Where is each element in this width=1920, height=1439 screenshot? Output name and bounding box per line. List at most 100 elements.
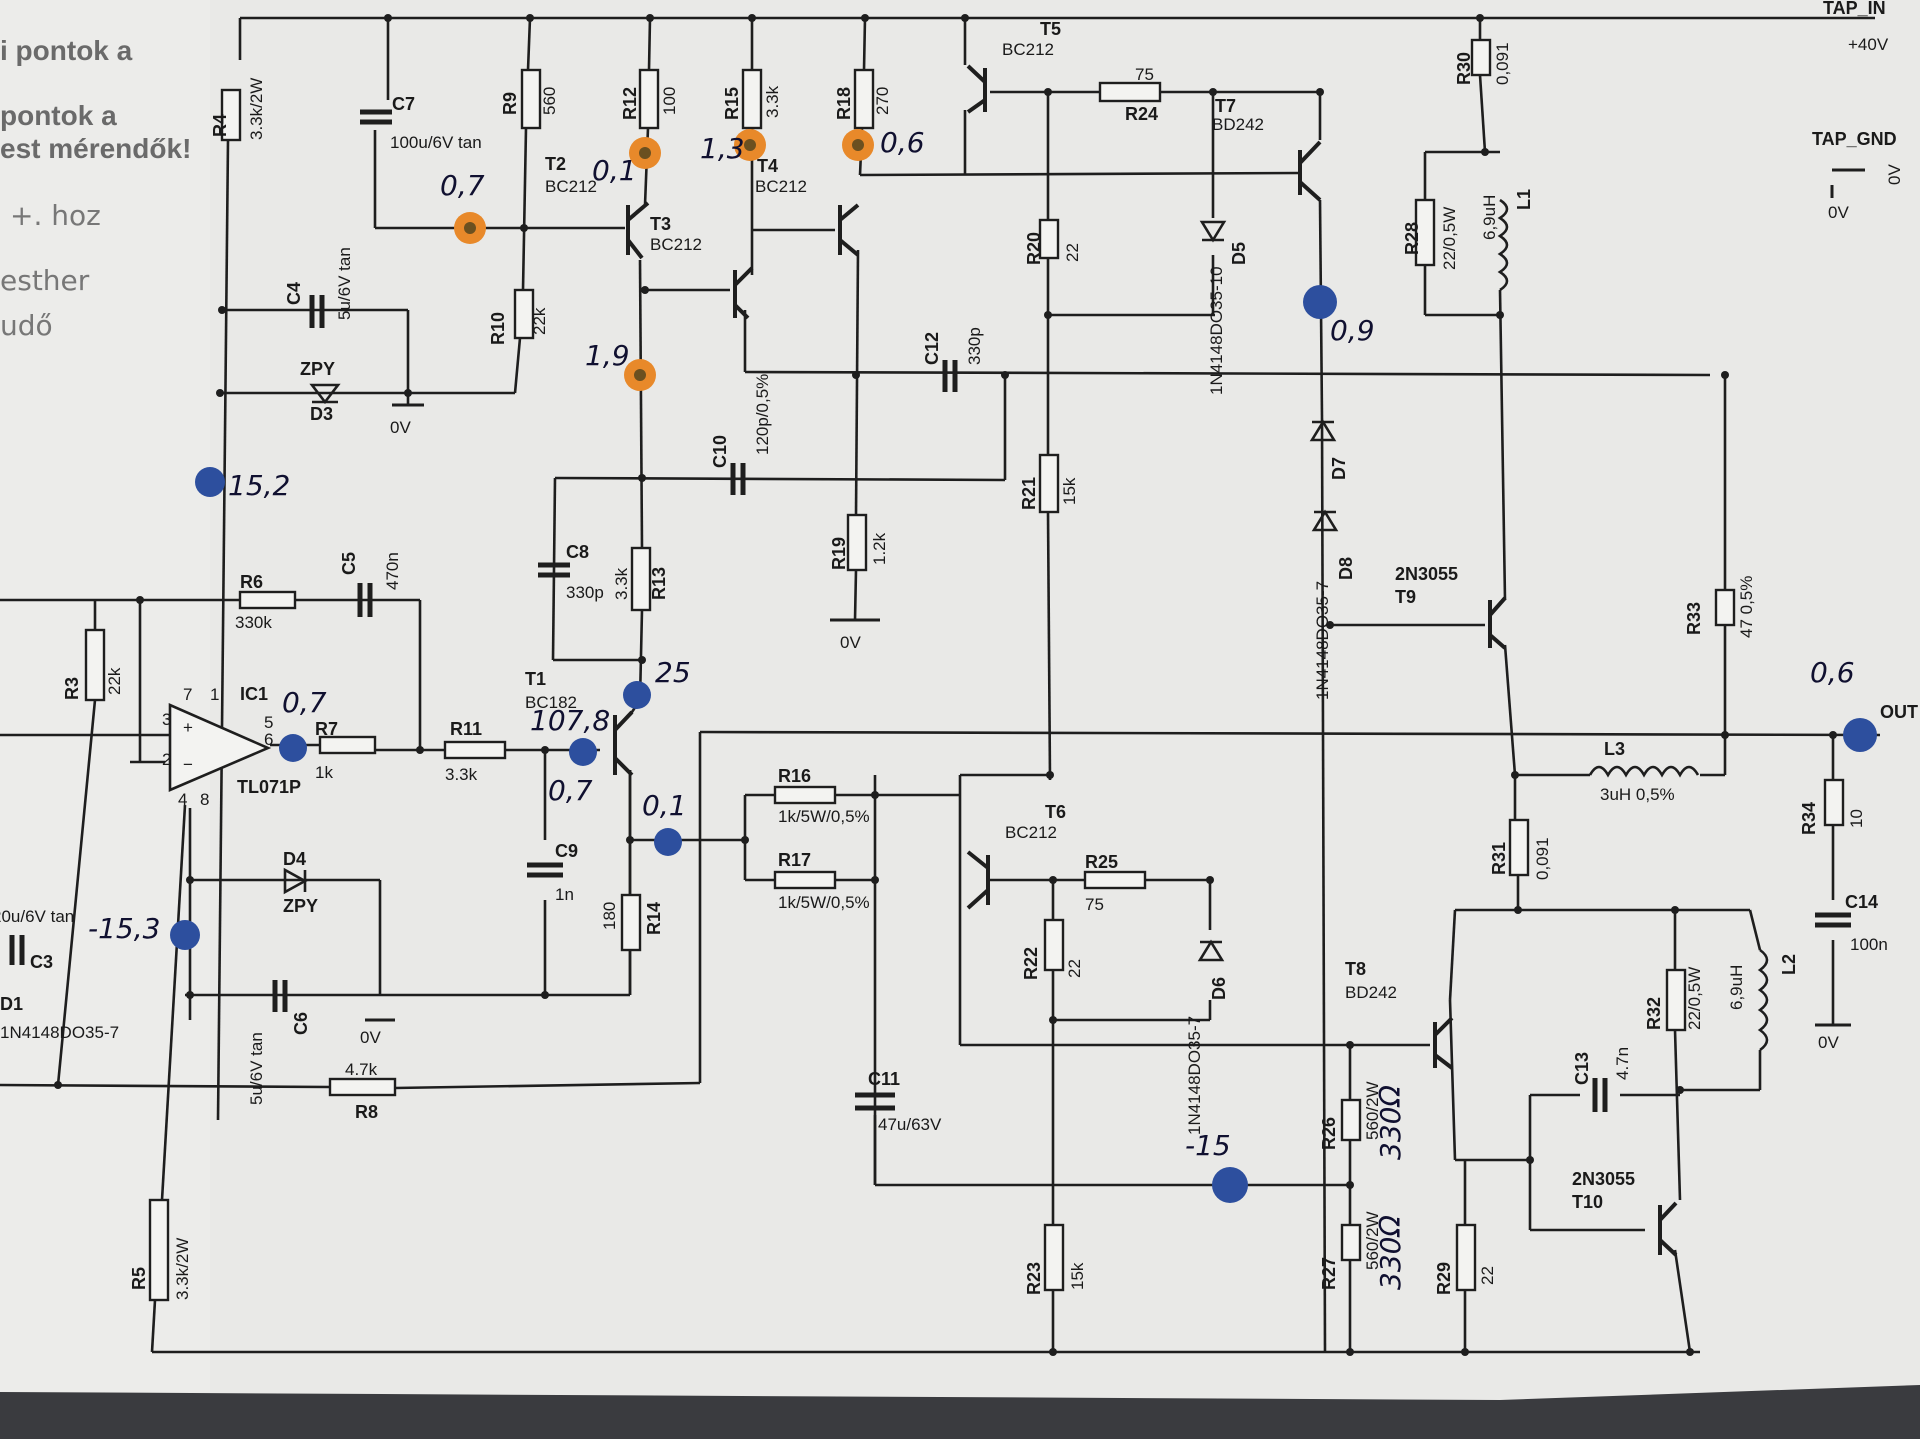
resistor-r5: [148, 1198, 170, 1302]
label-r21-ref: R21: [1019, 477, 1039, 510]
label-t9-value: 2N3055: [1395, 564, 1458, 584]
transistors: [613, 64, 1678, 1257]
label-t3-ref: T3: [650, 214, 671, 234]
capacitors: [9, 109, 1851, 1112]
paper-sheet: [0, 0, 1920, 1400]
probe-points: [170, 129, 1877, 1203]
resistor-r34: [1823, 778, 1845, 827]
label-t2-ref: T2: [545, 154, 566, 174]
label-r21-value: 15k: [1060, 477, 1079, 505]
margin-note: est mérendők!: [0, 133, 191, 164]
measurement-r18-node: 0,6: [880, 126, 925, 159]
resistor-r12: [638, 68, 660, 130]
resistor-r7: [318, 735, 377, 755]
label-ic1-ref: IC1: [240, 684, 268, 704]
transistor-t6: [966, 850, 990, 910]
label-l3-ref: L3: [1604, 739, 1625, 759]
label-r31-value: 0,091: [1533, 837, 1552, 880]
label-t4-value: BC212: [755, 177, 807, 196]
measurement-t4-node: 1,3: [700, 132, 745, 165]
label-r13-value: 3.3k: [612, 567, 631, 600]
capacitor-c13: [1592, 1078, 1608, 1112]
resistors: [84, 38, 1845, 1302]
label-t10-value: 2N3055: [1572, 1169, 1635, 1189]
resistor-r18: [853, 68, 875, 130]
resistor-r4: [220, 88, 242, 142]
label-r27-value: 560/2W: [1363, 1211, 1382, 1270]
label-r17-ref: R17: [778, 850, 811, 870]
label-t10-ref: T10: [1572, 1192, 1603, 1212]
label-r17-value: 1k/5W/0,5%: [778, 893, 870, 912]
diode-d3: [309, 383, 341, 405]
capacitor-c3: [9, 935, 25, 965]
resistor-r19: [846, 513, 868, 572]
label-r10-value: 22k: [530, 307, 549, 335]
label-c11-ref: C11: [868, 1069, 900, 1089]
label-r14-ref: R14: [644, 902, 664, 935]
label-c14-ref: C14: [1845, 892, 1878, 912]
probe-point-blue: [654, 828, 682, 856]
capacitor-c7: [360, 109, 392, 125]
tap-gnd-label: TAP_GND: [1812, 129, 1897, 149]
label-r34-value: 10: [1847, 809, 1866, 828]
capacitor-c10: [730, 463, 746, 495]
label-t3-value: BC212: [650, 235, 702, 254]
tap-in-voltage: +40V: [1848, 35, 1889, 54]
label-r22-ref: R22: [1021, 947, 1041, 980]
ground-label: 0V: [360, 1028, 381, 1047]
margin-note: i pontok a: [0, 35, 133, 66]
label-t1-ref: T1: [525, 669, 546, 689]
probe-point-blue: [1843, 718, 1877, 752]
label-t5-value: BC212: [1002, 40, 1054, 59]
label-r10-ref: R10: [488, 312, 508, 345]
label-r26-value: 560/2W: [1363, 1081, 1382, 1140]
label-r18-value: 270: [873, 87, 892, 115]
measurement-t7-node: 0,9: [1330, 314, 1375, 347]
measurement-r11-node: 0,7: [548, 774, 593, 807]
label-r8-ref: R8: [355, 1102, 378, 1122]
junction-dots: [54, 14, 1837, 1356]
ic-pin: 8: [200, 790, 209, 809]
label-r12-value: 100: [660, 87, 679, 115]
label-t6-ref: T6: [1045, 802, 1066, 822]
label-r30-value: 0,091: [1493, 42, 1512, 85]
ic-pin-minus: −: [183, 755, 193, 774]
resistor-r29: [1455, 1223, 1477, 1292]
probe-point-blue: [170, 920, 200, 950]
resistor-r20: [1038, 218, 1060, 260]
measurement-t1-collector: 25: [655, 656, 691, 689]
probe-point-blue: [569, 738, 597, 766]
label-r15-value: 3.3k: [763, 85, 782, 118]
label-r5-ref: R5: [129, 1267, 149, 1290]
label-r33-value: 47 0,5%: [1737, 576, 1756, 638]
label-r18-ref: R18: [834, 87, 854, 120]
label-r25-value: 75: [1085, 895, 1104, 914]
label-r25-ref: R25: [1085, 852, 1118, 872]
label-r20-ref: R20: [1024, 232, 1044, 265]
measurement-t1-base-bias: 1,9: [585, 339, 630, 372]
label-c9-value: 1n: [555, 885, 574, 904]
label-t5-ref: T5: [1040, 19, 1061, 39]
label-c5-value: 470n: [383, 552, 402, 590]
label-r32-value: 22/0,5W: [1685, 967, 1704, 1030]
diode-d5: [1199, 220, 1227, 243]
label-r11-value: 3.3k: [445, 765, 478, 784]
probe-point-blue: [279, 734, 307, 762]
diode-d4: [283, 867, 308, 895]
transistor-t1: [613, 710, 634, 777]
label-r27-ref: R27: [1319, 1257, 1339, 1290]
diode-d7: [1309, 419, 1337, 442]
resistor-r27: [1340, 1223, 1362, 1262]
measurement-r27-hand: 330Ω: [1374, 1215, 1407, 1290]
inductor-l1: [1497, 198, 1509, 292]
ground-symbols: [365, 168, 1865, 1027]
inductor-l2: [1757, 948, 1769, 1052]
label-c12-value: 330p: [965, 327, 984, 365]
label-d7-value: 1N4148DO35-7: [1313, 581, 1332, 700]
capacitor-c8: [538, 562, 570, 578]
label-r6-ref: R6: [240, 572, 263, 592]
label-t1-value: BC182: [525, 693, 577, 712]
measurement-output: 0,6: [1810, 656, 1855, 689]
label-r22-value: 22: [1065, 959, 1084, 978]
